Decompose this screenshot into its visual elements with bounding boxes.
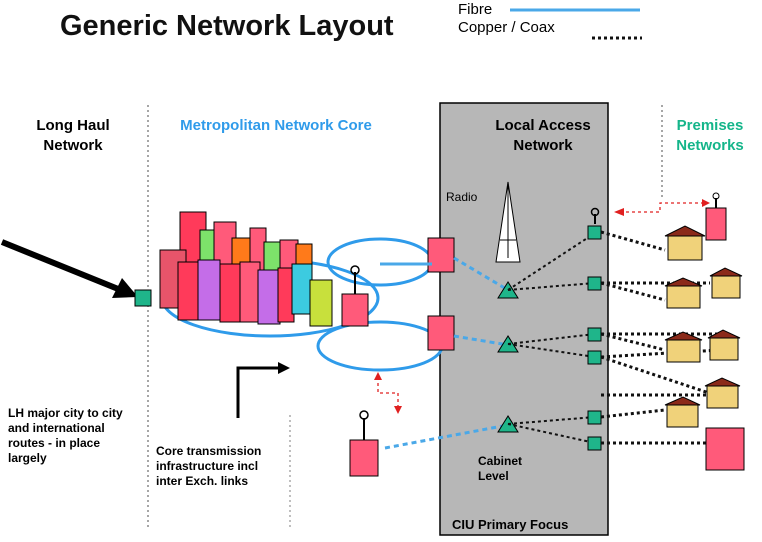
longhaul-arrow-shaft <box>0 239 130 296</box>
radio-label: Radio <box>446 190 478 204</box>
metro-ring-upper <box>326 237 434 287</box>
wireless-arrow-icon <box>614 208 624 216</box>
fibre-link-3 <box>384 423 509 450</box>
longhaul-node <box>134 289 152 307</box>
premises-office-building <box>705 207 727 241</box>
metro-radio-antenna-icon <box>350 265 360 275</box>
metro-exchange-building <box>341 293 369 327</box>
core-bracket-line <box>236 366 280 418</box>
exchange-building-upper <box>427 237 455 273</box>
header-metro: Metropolitan Network Core <box>180 117 372 134</box>
access-nodes <box>587 225 602 451</box>
house-icon <box>664 225 743 428</box>
legend-copper-label: Copper / Coax <box>458 19 555 36</box>
exchange-building-lower <box>427 315 455 351</box>
wireless-links <box>377 202 706 410</box>
core-radio-antenna-icon <box>359 410 369 420</box>
header-premises: Premises Networks <box>676 117 744 154</box>
local-access-band <box>439 102 609 536</box>
longhaul-arrow-head <box>112 278 138 298</box>
fibre-link-2 <box>453 334 509 347</box>
copper-premises-links <box>600 230 721 445</box>
cabinet-level-label: Cabinet Level <box>478 454 523 483</box>
core-radio-building <box>349 439 379 477</box>
legend-fibre-label: Fibre <box>458 1 493 18</box>
header-local-access: Local Access Network <box>495 117 591 154</box>
premises-radio-antenna-icon <box>590 207 600 217</box>
core-note: Core transmission infrastructure incl in… <box>156 444 262 488</box>
ciu-focus-label: CIU Primary Focus <box>452 517 569 532</box>
diagram-title: Generic Network Layout <box>60 10 394 42</box>
lh-note: LH major city to city and international … <box>8 406 123 465</box>
copper-cabinet-links <box>507 232 596 444</box>
city-skyline-icon <box>159 211 333 327</box>
header-long-haul: Long Haul Network <box>36 117 110 154</box>
premises-large-building <box>705 427 745 471</box>
core-bracket-arrow-icon <box>278 362 290 374</box>
metro-ring-lower <box>316 320 444 372</box>
fibre-link-1 <box>453 256 509 292</box>
